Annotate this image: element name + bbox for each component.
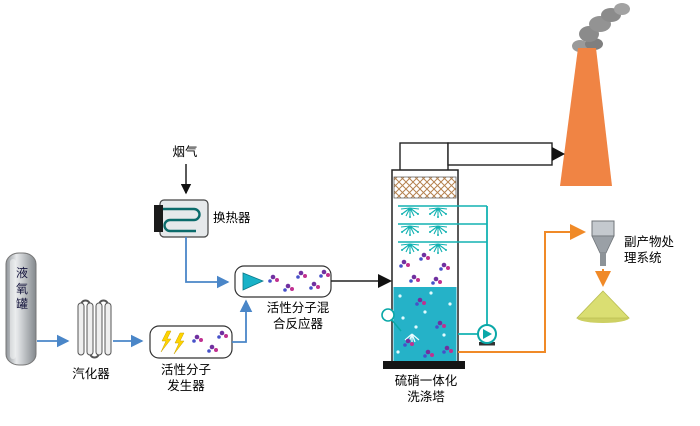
level-gauge — [381, 308, 402, 332]
tower-base — [383, 361, 465, 369]
circulation-pump — [458, 206, 497, 346]
duct-arrow — [552, 147, 565, 161]
generator-label: 活性分子 发生器 — [160, 362, 211, 394]
flow-generator-to-reactor — [232, 299, 253, 343]
chimney — [560, 48, 612, 186]
nozzle-icon — [242, 272, 265, 291]
liquid-spray — [404, 333, 420, 343]
scrubber-tower — [383, 169, 465, 369]
tower-label: 硫硝一体化 洗涤塔 — [394, 373, 458, 405]
byproduct-label: 副产物处 理系统 — [624, 234, 675, 266]
active-molecule-generator — [149, 325, 233, 359]
byproduct-line — [458, 224, 586, 353]
liquid-oxygen-tank — [5, 252, 37, 366]
demister-section — [393, 176, 457, 199]
outlet-duct — [399, 142, 565, 172]
heat-exchanger — [154, 199, 209, 238]
flue-gas-label: 烟气 — [172, 144, 198, 159]
smoke-plume-icon — [572, 3, 630, 52]
vaporizer — [77, 299, 112, 359]
tank-label: 液 氧 罐 — [15, 266, 28, 312]
tower-inlet-arrow — [378, 274, 392, 288]
liquid-bubbles — [396, 291, 452, 354]
mixing-reactor — [234, 265, 332, 298]
reactor-label: 活性分子混 合反应器 — [266, 300, 330, 332]
heat-exchanger-label: 换热器 — [213, 210, 251, 225]
byproduct-pile — [576, 290, 630, 323]
spray-system — [398, 205, 487, 255]
flow-hx-to-reactor — [185, 237, 230, 289]
byproduct-outlet-icon — [591, 220, 615, 266]
vaporizer-label: 汽化器 — [72, 366, 110, 381]
